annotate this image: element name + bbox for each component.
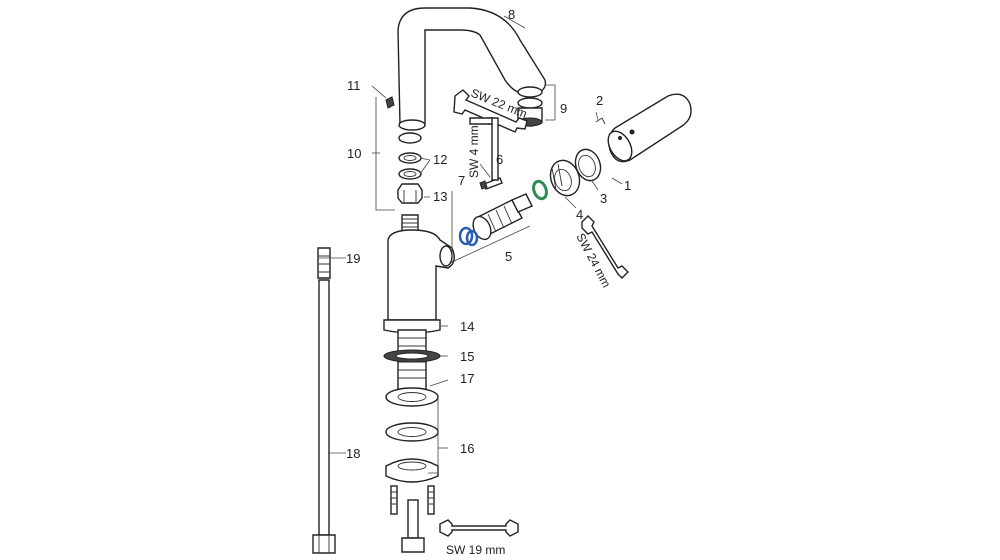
callout-11: 11 [347, 78, 361, 93]
callout-17: 17 [460, 371, 474, 386]
tool-label-sw19: SW 19 mm [446, 543, 505, 557]
callout-3: 3 [600, 191, 607, 206]
callout-13: 13 [433, 189, 447, 204]
set-screw-part-11 [385, 96, 395, 109]
tool-label-sw24: SW 24 mm [573, 231, 613, 290]
callout-12: 12 [433, 152, 447, 167]
gasket-part-15 [383, 349, 441, 363]
spout-part-8 [397, 7, 547, 131]
callout-19: 19 [346, 251, 360, 266]
callout-6: 6 [496, 152, 503, 167]
callout-labels: 1 2 3 4 5 6 7 8 9 10 11 12 13 14 15 16 1… [346, 7, 631, 461]
cover-ring-part-3 [574, 148, 602, 182]
callout-16: 16 [460, 441, 474, 456]
callout-4: 4 [576, 207, 583, 222]
supply-hose-part-18 [312, 247, 336, 554]
small-screw-part-2 [595, 117, 606, 125]
o-ring-stack-10 [397, 132, 423, 204]
callout-7: 7 [458, 173, 465, 188]
handle-part-1 [607, 93, 692, 163]
wrench-sw22-icon [453, 89, 528, 133]
cartridge-part-5 [458, 179, 548, 247]
faucet-body-part-14 [383, 214, 455, 391]
mounting-set-part-16 [385, 387, 439, 553]
hex-key-sw4-icon [469, 117, 499, 181]
callout-2: 2 [596, 93, 603, 108]
callout-1: 1 [624, 178, 631, 193]
wrench-sw19-icon [439, 519, 519, 537]
leader-lines [318, 15, 623, 474]
callout-5: 5 [505, 249, 512, 264]
callout-14: 14 [460, 319, 474, 334]
callout-10: 10 [347, 146, 361, 161]
tool-label-sw4: SW 4 mm [467, 125, 481, 178]
callout-18: 18 [346, 446, 360, 461]
aerator-part-9 [517, 86, 543, 127]
callout-8: 8 [508, 7, 515, 22]
callout-15: 15 [460, 349, 474, 364]
callout-9: 9 [560, 101, 567, 116]
wrench-sw24-icon [581, 215, 629, 279]
screw-part-6 [479, 177, 503, 190]
